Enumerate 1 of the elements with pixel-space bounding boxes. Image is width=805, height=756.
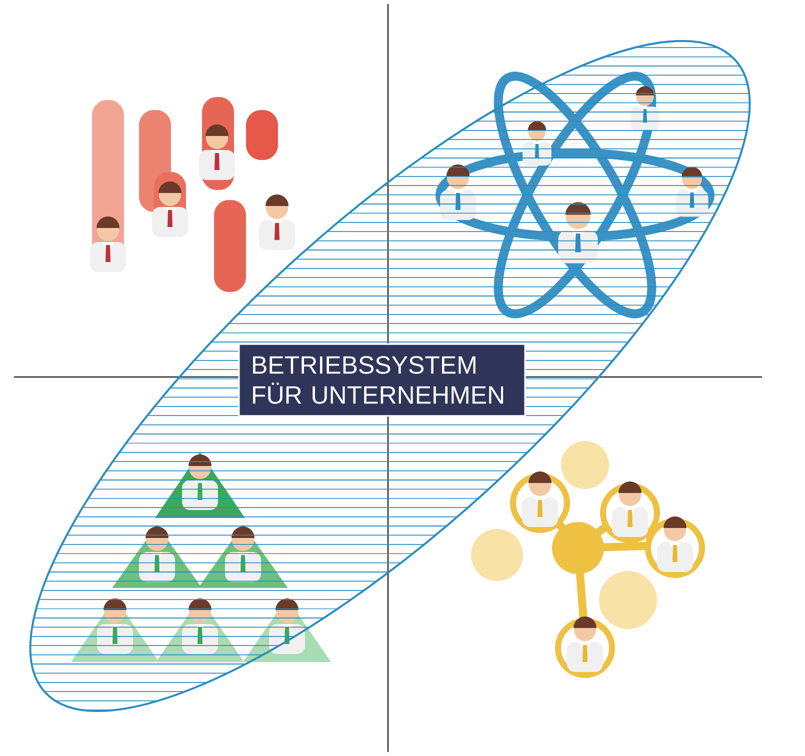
title-box: BETRIEBSSYSTEM FÜR UNTERNEHMEN [238,343,526,417]
